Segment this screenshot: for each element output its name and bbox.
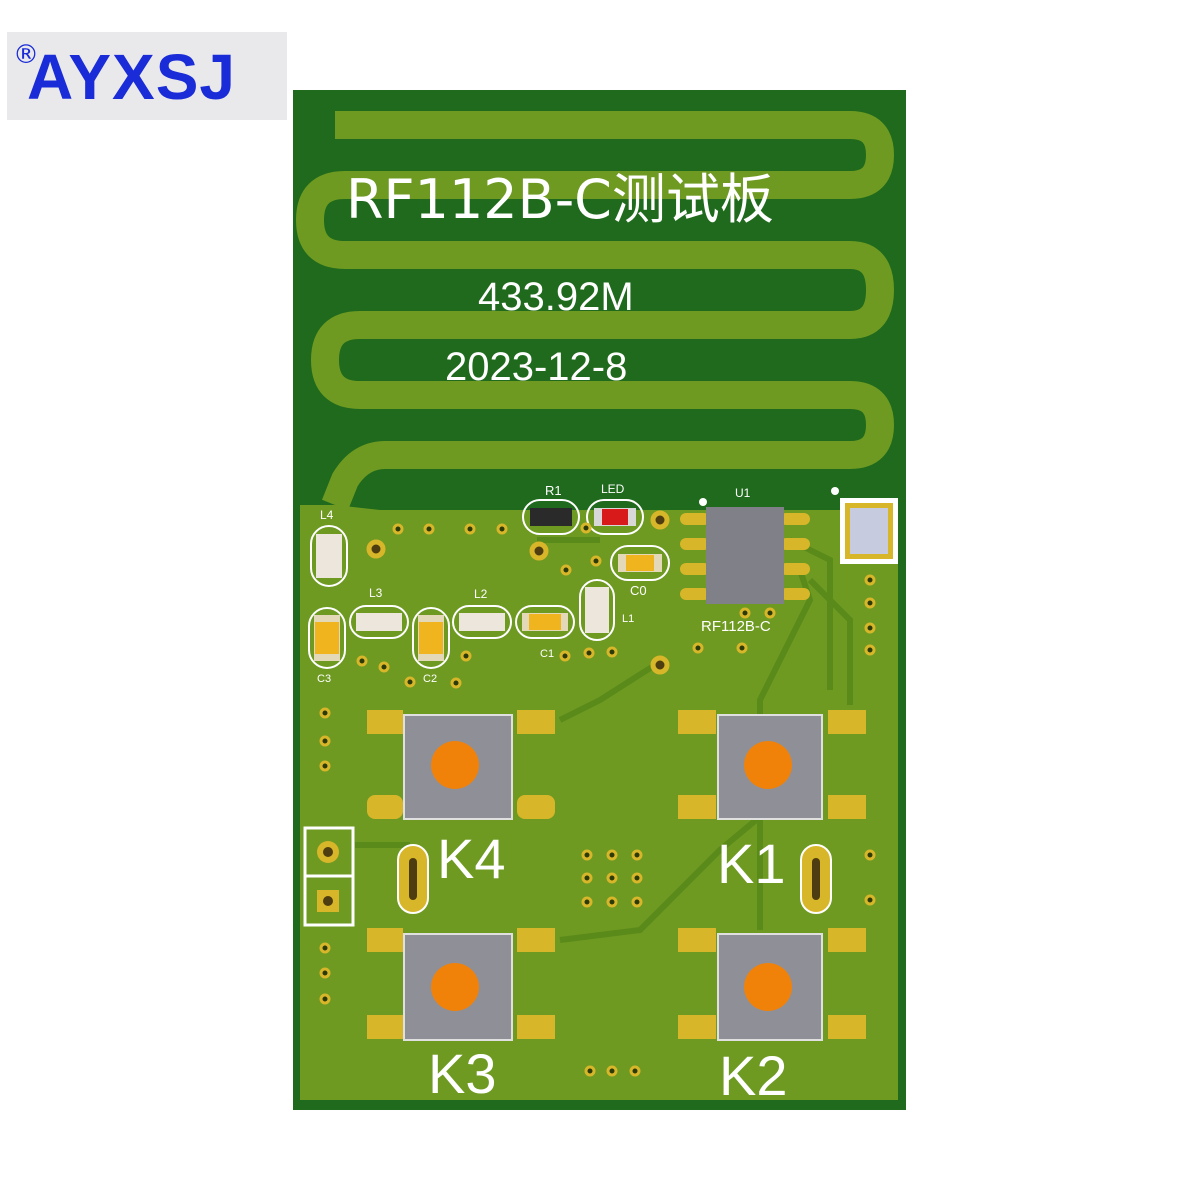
l2-label: L2 bbox=[474, 587, 488, 601]
brand-logo: ® AYXSJ bbox=[7, 32, 287, 120]
l4-outline bbox=[310, 525, 348, 587]
r1-label: R1 bbox=[545, 483, 562, 498]
led-outline bbox=[586, 499, 644, 535]
crystal-body bbox=[850, 508, 888, 554]
c0-outline bbox=[610, 545, 670, 581]
date-label: 2023-12-8 bbox=[445, 345, 627, 389]
l2-inductor bbox=[459, 613, 505, 631]
u1-chip bbox=[706, 507, 784, 604]
c0-label: C0 bbox=[630, 583, 647, 598]
chip-label: RF112B-C bbox=[701, 618, 771, 635]
vias bbox=[319, 522, 876, 1077]
registered-mark: ® bbox=[13, 40, 39, 70]
c3-outline bbox=[308, 607, 346, 669]
button-k1[interactable] bbox=[678, 710, 866, 820]
r1-resistor bbox=[530, 508, 572, 526]
c1-outline bbox=[515, 605, 575, 639]
board-title: RF112B-C测试板 bbox=[346, 168, 774, 231]
crystal-dot bbox=[831, 487, 839, 495]
button-k2[interactable] bbox=[678, 928, 866, 1041]
l1-inductor bbox=[585, 587, 609, 633]
l1-outline bbox=[579, 579, 615, 641]
l4-label: L4 bbox=[320, 508, 334, 522]
l3-label: L3 bbox=[369, 586, 383, 600]
c2-cap bbox=[419, 622, 443, 654]
c3-label: C3 bbox=[317, 673, 331, 685]
c2-label: C2 bbox=[423, 673, 437, 685]
c1-cap bbox=[529, 614, 561, 630]
meander-antenna bbox=[296, 111, 894, 511]
u1-pins bbox=[680, 513, 810, 600]
button-k4[interactable] bbox=[367, 710, 555, 820]
pin1-dot bbox=[699, 498, 707, 506]
l3-outline bbox=[349, 605, 409, 639]
led-die bbox=[602, 509, 628, 525]
c0-cap bbox=[626, 555, 654, 571]
l2-outline bbox=[452, 605, 512, 639]
l1-label: L1 bbox=[622, 613, 634, 625]
k4-label: K4 bbox=[437, 827, 506, 890]
frequency-label: 433.92M bbox=[478, 275, 634, 319]
k1-label: K1 bbox=[717, 832, 786, 895]
c2-outline bbox=[412, 607, 450, 669]
c3-cap bbox=[315, 622, 339, 654]
l3-inductor bbox=[356, 613, 402, 631]
k3-label: K3 bbox=[428, 1042, 497, 1105]
l4-inductor bbox=[316, 534, 342, 578]
k2-label: K2 bbox=[719, 1044, 788, 1107]
r1-outline bbox=[522, 499, 580, 535]
large-pads bbox=[366, 510, 670, 675]
c1-label: C1 bbox=[540, 648, 554, 660]
button-k3[interactable] bbox=[367, 928, 555, 1041]
led-label: LED bbox=[601, 482, 625, 496]
brand-name: AYXSJ bbox=[27, 41, 236, 113]
u1-label: U1 bbox=[735, 486, 751, 500]
